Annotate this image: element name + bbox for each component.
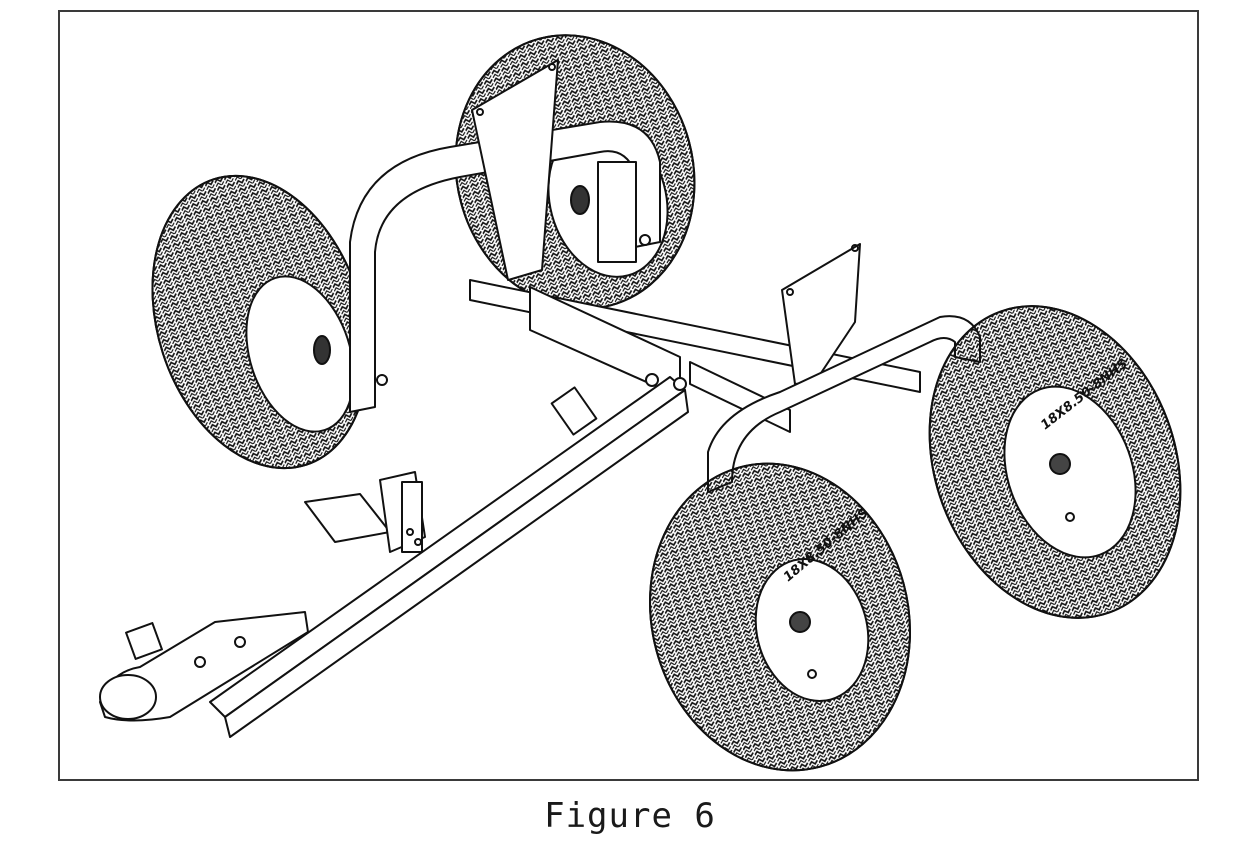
- trailer-illustration: 18X8.50-8NHS 18X8.50-8NHS: [99, 34, 1182, 772]
- tongue-latch: [304, 471, 426, 553]
- rear-fender-bracket: [471, 59, 559, 281]
- tire-front-right: [928, 305, 1182, 619]
- rear-axle-arch: [349, 120, 661, 413]
- tire-rear-left: [151, 174, 369, 470]
- tire-rear-right: [649, 462, 911, 772]
- tongue: [209, 373, 689, 738]
- front-fender-bracket: [781, 243, 861, 385]
- figure-caption: Figure 6: [544, 796, 716, 836]
- figure-frame: 18X8.50-8NHS 18X8.50-8NHS: [58, 10, 1199, 781]
- coupler: [99, 611, 309, 722]
